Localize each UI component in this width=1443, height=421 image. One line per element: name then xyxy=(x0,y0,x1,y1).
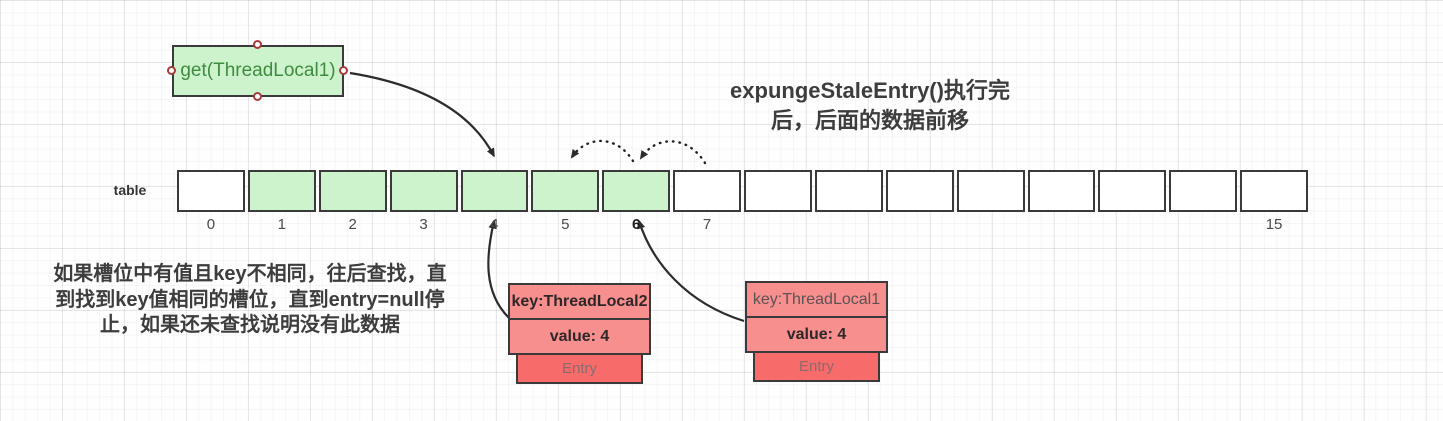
table-cell-13[interactable] xyxy=(1098,170,1167,212)
entry-type-row: Entry xyxy=(516,353,643,384)
table-cell-index-1: 1 xyxy=(277,216,286,233)
table-index-labels: 0 1 2 3 4 5 6 7 15 xyxy=(177,216,1308,236)
table-cell-3[interactable] xyxy=(389,170,458,212)
note-annotation: 如果槽位中有值且key不相同，往后查找，直 到找到key值相同的槽位，直到ent… xyxy=(30,262,470,339)
get-threadlocal-node[interactable]: get(ThreadLocal1) xyxy=(172,45,344,97)
dotted-arc-slot6-to-slot5 xyxy=(570,139,635,163)
table-cell-10[interactable] xyxy=(885,170,954,212)
table-cell-2[interactable] xyxy=(318,170,387,212)
arrow-entry1-to-slot6 xyxy=(637,219,745,323)
entry-value-row: value: 4 xyxy=(745,316,888,353)
table-cell-0[interactable] xyxy=(177,170,245,212)
table-cell-4[interactable] xyxy=(460,170,529,212)
table-cell-index-2: 2 xyxy=(348,216,357,233)
table-cell-index-11 xyxy=(957,216,1025,236)
table-cell-8[interactable] xyxy=(744,170,812,212)
table-cell-index-0: 0 xyxy=(206,216,216,233)
dotted-arc-slot7-to-slot6 xyxy=(639,140,707,165)
table-cell-12[interactable] xyxy=(1027,170,1096,212)
table-cell-14[interactable] xyxy=(1169,170,1238,212)
table-cell-index-9 xyxy=(815,216,883,236)
title-line-1: expungeStaleEntry()执行完 xyxy=(730,78,1010,103)
table-cell-index-8 xyxy=(744,216,812,236)
table-cell-index-4: 4 xyxy=(490,216,499,233)
note-line-1: 如果槽位中有值且key不相同，往后查找，直 xyxy=(53,263,447,285)
entry-key-row: key:ThreadLocal1 xyxy=(745,281,888,318)
table-cell-index-3: 3 xyxy=(419,216,428,233)
table-cell-9[interactable] xyxy=(814,170,883,212)
table-cell-6[interactable] xyxy=(602,170,671,212)
entry-type-row: Entry xyxy=(753,351,880,382)
table-cell-index-10 xyxy=(886,216,954,236)
note-line-3: 止，如果还未查找说明没有此数据 xyxy=(100,314,400,337)
table-cell-1[interactable] xyxy=(247,170,316,212)
table-cell-7[interactable] xyxy=(673,170,741,212)
arrow-get-to-slot4 xyxy=(349,71,495,158)
entry-value-row: value: 4 xyxy=(508,318,651,355)
table-label: table xyxy=(113,182,147,198)
get-threadlocal-label: get(ThreadLocal1) xyxy=(180,60,336,81)
table-cell-15[interactable] xyxy=(1240,170,1308,212)
entry-node-threadlocal1[interactable]: key:ThreadLocal1 value: 4 Entry xyxy=(745,281,888,382)
entry-key-label: key:ThreadLocal1 xyxy=(752,290,881,308)
table-cell-index-5: 5 xyxy=(561,216,570,233)
note-line-2: 到找到key值相同的槽位，直到entry=null停 xyxy=(55,288,445,311)
entry-node-threadlocal2[interactable]: key:ThreadLocal2 value: 4 Entry xyxy=(508,283,651,384)
connection-handle-bottom[interactable] xyxy=(253,92,262,101)
table-cell-index-7: 7 xyxy=(702,216,712,233)
table-cell-5[interactable] xyxy=(531,170,600,212)
title-annotation: expungeStaleEntry()执行完 后，后面的数据前移 xyxy=(700,76,1040,135)
table-cell-index-14 xyxy=(1169,216,1237,236)
connection-handle-top[interactable] xyxy=(253,40,262,49)
table-cell-index-6: 6 xyxy=(632,216,641,233)
entry-key-label: key:ThreadLocal2 xyxy=(511,292,648,310)
entry-value-label: value: 4 xyxy=(786,325,847,343)
entry-type-label: Entry xyxy=(561,360,597,377)
connection-handle-right[interactable] xyxy=(339,66,348,75)
table-cell-index-15: 15 xyxy=(1265,216,1283,233)
entry-type-label: Entry xyxy=(798,358,834,375)
table-cells xyxy=(177,170,1308,212)
entry-key-row: key:ThreadLocal2 xyxy=(508,283,651,320)
table-cell-11[interactable] xyxy=(956,170,1025,212)
table-cell-index-13 xyxy=(1098,216,1166,236)
table-cell-index-12 xyxy=(1028,216,1096,236)
title-line-2: 后，后面的数据前移 xyxy=(770,107,969,133)
entry-value-label: value: 4 xyxy=(549,327,610,345)
connection-handle-left[interactable] xyxy=(167,66,176,75)
